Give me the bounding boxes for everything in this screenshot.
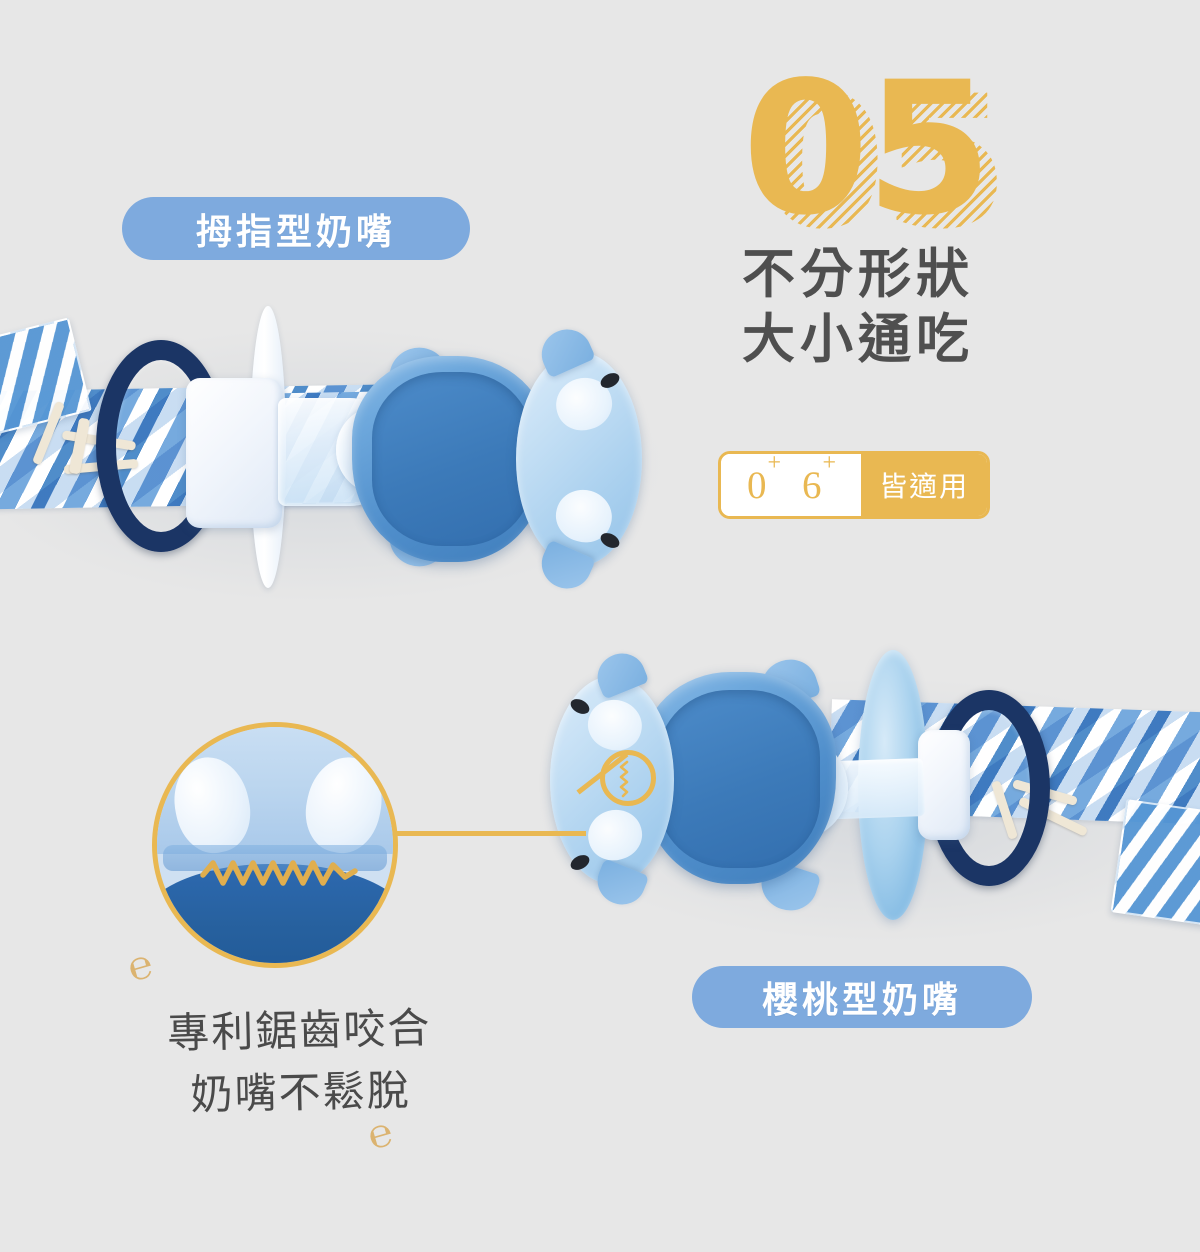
label-cherry-pacifier: 櫻桃型奶嘴: [692, 966, 1032, 1028]
headline: 不分形狀 大小通吃: [742, 243, 1072, 373]
feature-number: 05: [742, 43, 993, 256]
age-suitability-badge: 0+ 6+ 皆適用: [718, 451, 991, 519]
feature-number-group: 05 05: [742, 43, 1042, 256]
serration-zigzag-highlight: [200, 860, 358, 886]
whale-clip-inner: [658, 690, 820, 868]
magnifier-lower-jaw: [157, 863, 393, 963]
serration-target-zigzag: [619, 760, 629, 798]
strap-tab: [1110, 799, 1200, 927]
badge-age-0: 0+: [747, 451, 782, 507]
headline-line-1: 不分形狀: [742, 246, 974, 304]
badge-tag-label: 皆適用: [861, 454, 988, 516]
whale-clip-inner: [372, 372, 532, 546]
badge-age-6: 6+: [802, 451, 837, 507]
headline-line-2: 大小通吃: [742, 311, 974, 369]
feature-caption: 專利鋸齒咬合 奶嘴不鬆脫: [149, 997, 452, 1127]
serration-target-ring: [600, 750, 656, 806]
gold-flourish-top-left: ℮: [122, 940, 158, 991]
caption-line-1: 專利鋸齒咬合: [166, 1003, 432, 1058]
caption-line-2: 奶嘴不鬆脫: [190, 1065, 412, 1120]
callout-leader-line: [396, 831, 586, 836]
feature-number-striped-shadow: 05: [759, 57, 1010, 270]
white-handle: [918, 730, 970, 840]
label-thumb-pacifier: 拇指型奶嘴: [122, 197, 470, 260]
badge-age-range: 0+ 6+: [721, 451, 862, 516]
white-shield: [186, 378, 282, 528]
serrated-bite-magnifier: [152, 722, 398, 968]
